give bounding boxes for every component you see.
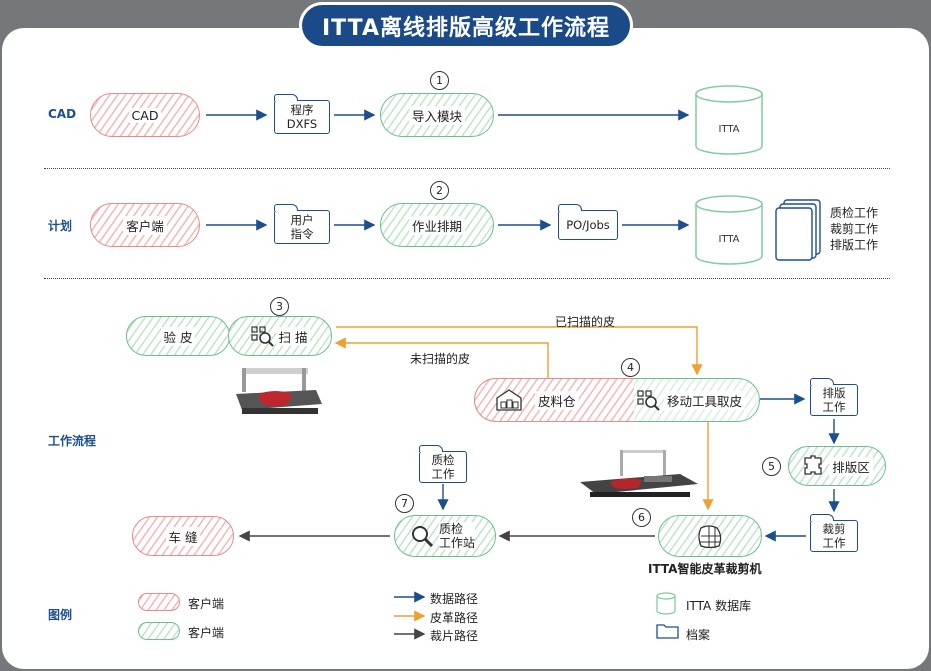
- leather-warehouse-segment: 皮料仓: [474, 378, 634, 422]
- inspect-leather-pill: 验 皮: [126, 316, 230, 356]
- divider-2: [44, 278, 890, 279]
- magnifier-icon: [412, 526, 434, 548]
- sewing-pill: 车 缝: [132, 516, 234, 556]
- step-badge-1: 1: [430, 71, 449, 90]
- user-instruction-folder: 用户指令: [273, 204, 330, 244]
- legend-leather-path: 皮革路径: [430, 611, 479, 625]
- legend-green-swatch: [138, 622, 180, 640]
- mobile-pick-segment: 移动工具取皮: [634, 380, 758, 420]
- legend-green-label: 客户端: [188, 626, 225, 640]
- qc-station-pill: 质检工作站: [394, 515, 496, 557]
- row-label-workflow: 工作流程: [48, 434, 97, 448]
- scanned-leather-label: 已扫描的皮: [555, 315, 616, 329]
- legend-file-label: 档案: [686, 628, 711, 642]
- qc-job-folder: 质检工作: [418, 445, 467, 483]
- database-legend-icon: [656, 592, 676, 615]
- po-jobs-folder: PO/Jobs: [557, 204, 618, 240]
- scan-pill: 扫 描: [228, 316, 332, 356]
- leather-cutting-icon: [698, 525, 722, 549]
- legend-data-path: 数据路径: [430, 592, 479, 606]
- itta-database-icon: ITTA: [695, 85, 763, 155]
- warehouse-icon: [496, 389, 522, 411]
- cutter-pill: [658, 515, 762, 557]
- step-badge-3: 3: [270, 297, 289, 316]
- step-badge-5: 5: [762, 457, 781, 476]
- diagram-title: ITTA离线排版高级工作流程: [299, 2, 633, 49]
- nesting-area-pill: 排版区: [788, 446, 886, 486]
- scanner-machine-image: [236, 368, 322, 414]
- step-badge-2: 2: [430, 181, 449, 200]
- unscanned-leather-label: 未扫描的皮: [410, 352, 471, 366]
- row-label-plan: 计划: [48, 219, 73, 233]
- puzzle-icon: [804, 455, 822, 475]
- cutting-job-folder: 裁剪工作: [809, 514, 858, 552]
- legend-title: 图例: [48, 608, 73, 622]
- legend-red-label: 客户端: [188, 597, 225, 611]
- svg-text:ITTA: ITTA: [718, 234, 739, 245]
- cad-pill: CAD: [90, 93, 200, 137]
- folder-legend-icon: [656, 624, 679, 639]
- step-badge-4: 4: [621, 358, 640, 377]
- step-badge-6: 6: [632, 508, 651, 527]
- job-list-qc: 质检工作: [830, 206, 879, 220]
- svg-text:ITTA: ITTA: [718, 124, 739, 135]
- cutter-label: ITTA智能皮革裁剪机: [648, 562, 762, 576]
- legend-db-label: ITTA 数据库: [686, 599, 752, 613]
- job-list-nest: 排版工作: [830, 238, 879, 252]
- qr-scan-icon: [637, 390, 660, 411]
- row-label-cad: CAD: [48, 107, 77, 121]
- job-schedule-pill: 作业排期: [380, 203, 494, 247]
- cutting-machine-image: [580, 450, 698, 497]
- job-list-cut: 裁剪工作: [830, 222, 879, 236]
- step-badge-7: 7: [395, 494, 414, 513]
- import-module-pill: 导入模块: [380, 93, 494, 137]
- itta-database-icon: ITTA: [695, 195, 763, 265]
- job-files-stack-icon: [775, 199, 821, 261]
- nesting-job-folder: 排版工作: [809, 378, 858, 416]
- divider-1: [44, 168, 890, 169]
- legend-red-swatch: [138, 593, 180, 611]
- qr-scan-icon: [250, 326, 274, 347]
- client-pill: 客户端: [90, 203, 200, 247]
- legend-cut-path: 裁片路径: [430, 629, 479, 643]
